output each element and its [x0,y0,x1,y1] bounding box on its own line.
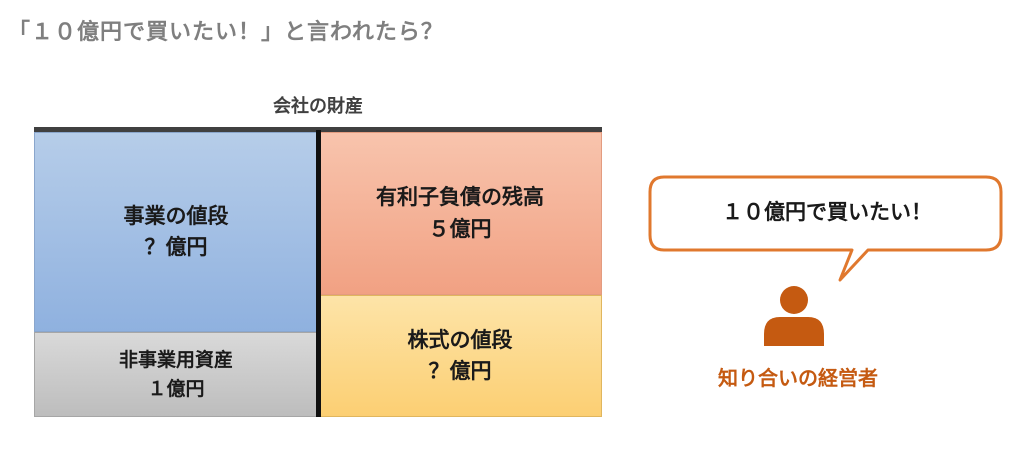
person-label: 知り合いの経営者 [718,366,878,390]
speech-bubble-shape [648,175,1003,282]
interest-bearing-debt-box: 有利子負債の残高 ５億円 [318,132,602,295]
speech-bubble [648,175,1003,282]
balance-sheet-divider [316,130,321,417]
business-value-box: 事業の値段 ？億円 [34,132,318,332]
balance-sheet-top-line [34,127,602,132]
business-value-amount: ？億円 [144,235,208,259]
speech-bubble-text: １０億円で買いたい！ [722,200,932,224]
non-business-assets-box: 非事業用資産 １億円 [34,332,318,417]
equity-value-amount: ？億円 [428,359,492,383]
equity-value-label: 株式の値段 [407,327,513,352]
non-business-assets-amount: １億円 [147,377,205,400]
interest-bearing-debt-label: 有利子負債の残高 [376,185,544,209]
interest-bearing-debt-amount: ５億円 [428,216,492,241]
person-icon [764,286,824,346]
page-title: 「１０億円で買いたい！」と言われたら？ [8,20,444,45]
equity-value-box: 株式の値段 ？億円 [318,295,602,417]
business-value-label: 事業の値段 [123,203,229,228]
balance-sheet-header: 会社の財産 [273,96,363,117]
non-business-assets-label: 非事業用資産 [118,349,233,371]
